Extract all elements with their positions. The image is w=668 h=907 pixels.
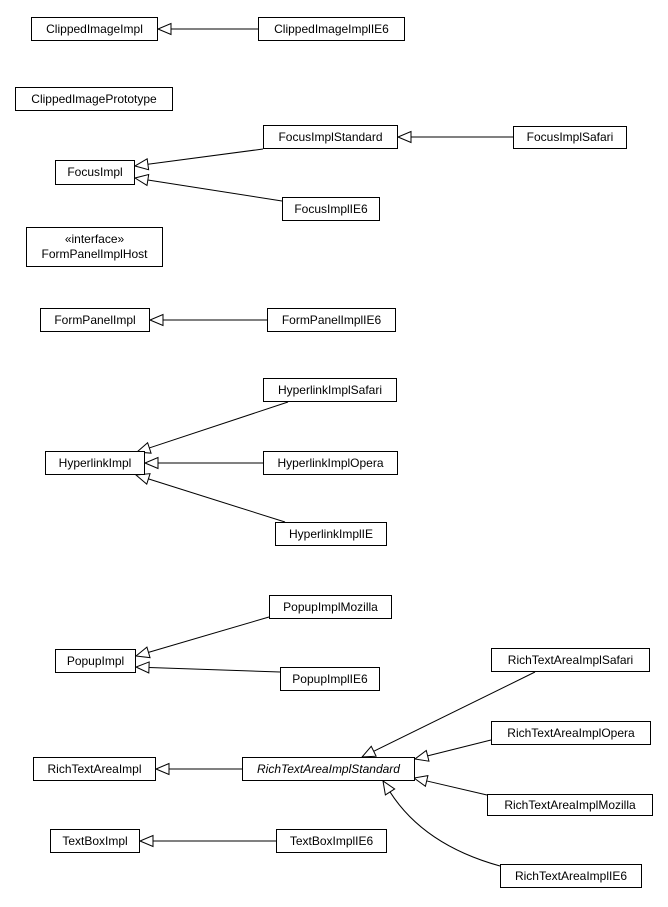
class-name-label: HyperlinkImplIE [288, 526, 374, 541]
class-box-focusimplsafari[interactable]: FocusImplSafari [513, 126, 627, 149]
class-name-label: ClippedImageImpl [46, 21, 143, 36]
class-name-label: FocusImplStandard [278, 129, 383, 144]
class-name-label: HyperlinkImplSafari [277, 382, 383, 397]
class-box-richtextareaimplstandard[interactable]: RichTextAreaImplStandard [242, 757, 415, 781]
class-name-label: RichTextAreaImplMozilla [504, 797, 636, 812]
class-box-richtextareaimplmozilla[interactable]: RichTextAreaImplMozilla [487, 794, 653, 816]
generalization-arrowhead-icon [412, 774, 429, 788]
class-name-label: ClippedImageImplIE6 [274, 21, 389, 36]
class-name-label: RichTextAreaImplStandard [257, 761, 400, 776]
class-name-label: TextBoxImpl [62, 833, 128, 848]
generalization-arrowhead-icon [138, 834, 154, 848]
class-box-clippedimageimplie6[interactable]: ClippedImageImplIE6 [258, 17, 405, 41]
class-name-label: PopupImplIE6 [292, 671, 368, 686]
generalization-arrowhead-icon [134, 473, 151, 486]
class-box-focusimpl[interactable]: FocusImpl [55, 160, 135, 185]
class-name-label: HyperlinkImpl [58, 455, 132, 470]
inheritance-edge-line [426, 780, 488, 796]
class-name-label: FocusImpl [67, 165, 123, 179]
class-name-label: FormPanelImplHost [41, 247, 148, 261]
class-name-label: PopupImpl [66, 653, 125, 668]
inheritance-edge-line [148, 666, 281, 673]
class-name-label: RichTextAreaImplSafari [507, 652, 634, 667]
class-name-label: PopupImplMozilla [283, 599, 378, 614]
class-name-label: RichTextAreaImpl [47, 761, 142, 776]
class-box-textboximpl[interactable]: TextBoxImpl [50, 829, 140, 853]
class-box-hyperlinkimplie[interactable]: HyperlinkImplIE [275, 522, 387, 546]
class-name-label: FocusImplSafari [526, 130, 614, 144]
class-name-label: FocusImplIE6 [294, 201, 368, 216]
class-box-focusimplstandard[interactable]: FocusImplStandard [263, 125, 398, 149]
class-box-formpanelimplhost[interactable]: «interface»FormPanelImplHost [26, 227, 163, 267]
class-box-popupimpl[interactable]: PopupImpl [55, 649, 136, 673]
class-box-richtextareaimpl[interactable]: RichTextAreaImpl [33, 757, 156, 781]
class-name-label: FormPanelImpl [54, 312, 136, 327]
class-box-hyperlinkimplsafari[interactable]: HyperlinkImplSafari [263, 378, 397, 402]
class-name-label: TextBoxImplIE6 [289, 833, 374, 848]
class-box-richtextareaimplie6[interactable]: RichTextAreaImplIE6 [500, 864, 642, 888]
inheritance-edge-line [148, 616, 270, 653]
class-box-formpanelimplie6[interactable]: FormPanelImplIE6 [267, 308, 396, 332]
class-box-richtextareaimplsafari[interactable]: RichTextAreaImplSafari [491, 648, 650, 672]
class-box-clippedimageimpl[interactable]: ClippedImageImpl [31, 17, 158, 41]
generalization-arrowhead-icon [382, 779, 396, 796]
inheritance-edge-line [149, 401, 289, 449]
class-name-label: RichTextAreaImplOpera [507, 725, 635, 740]
generalization-arrowhead-icon [134, 646, 151, 659]
generalization-arrowhead-icon [154, 762, 170, 776]
generalization-arrowhead-icon [134, 661, 150, 674]
class-box-formpanelimpl[interactable]: FormPanelImpl [40, 308, 150, 332]
class-box-textboximplie6[interactable]: TextBoxImplIE6 [276, 829, 387, 853]
generalization-arrowhead-icon [413, 749, 430, 762]
class-box-hyperlinkimpl[interactable]: HyperlinkImpl [45, 451, 145, 475]
class-box-popupimplmozilla[interactable]: PopupImplMozilla [269, 595, 392, 619]
class-name-label: FormPanelImplIE6 [281, 312, 382, 327]
class-box-clippedimageprototype[interactable]: ClippedImagePrototype [15, 87, 173, 111]
class-box-focusimplie6[interactable]: FocusImplIE6 [282, 197, 380, 221]
class-box-richtextareaimplopera[interactable]: RichTextAreaImplOpera [491, 721, 651, 745]
class-name-label: RichTextAreaImplIE6 [514, 868, 628, 883]
inheritance-edge-line [373, 671, 536, 752]
inheritance-edge-line [389, 791, 501, 867]
class-box-hyperlinkimplopera[interactable]: HyperlinkImplOpera [263, 451, 398, 475]
generalization-arrowhead-icon [156, 22, 172, 36]
generalization-arrowhead-icon [360, 745, 377, 758]
class-box-popupimplie6[interactable]: PopupImplIE6 [280, 667, 380, 691]
inheritance-edge-line [427, 739, 492, 757]
inheritance-edge-line [148, 478, 286, 523]
inheritance-edge-line [147, 148, 264, 165]
generalization-arrowhead-icon [143, 456, 159, 470]
generalization-arrowhead-icon [148, 313, 164, 327]
class-name-label: HyperlinkImplOpera [277, 455, 384, 470]
interface-stereotype-label: «interface» [64, 232, 125, 246]
inheritance-edge-line [147, 179, 283, 202]
generalization-arrowhead-icon [133, 158, 150, 171]
generalization-arrowhead-icon [133, 173, 150, 187]
generalization-arrowhead-icon [396, 130, 412, 144]
class-name-label: ClippedImagePrototype [31, 91, 157, 106]
